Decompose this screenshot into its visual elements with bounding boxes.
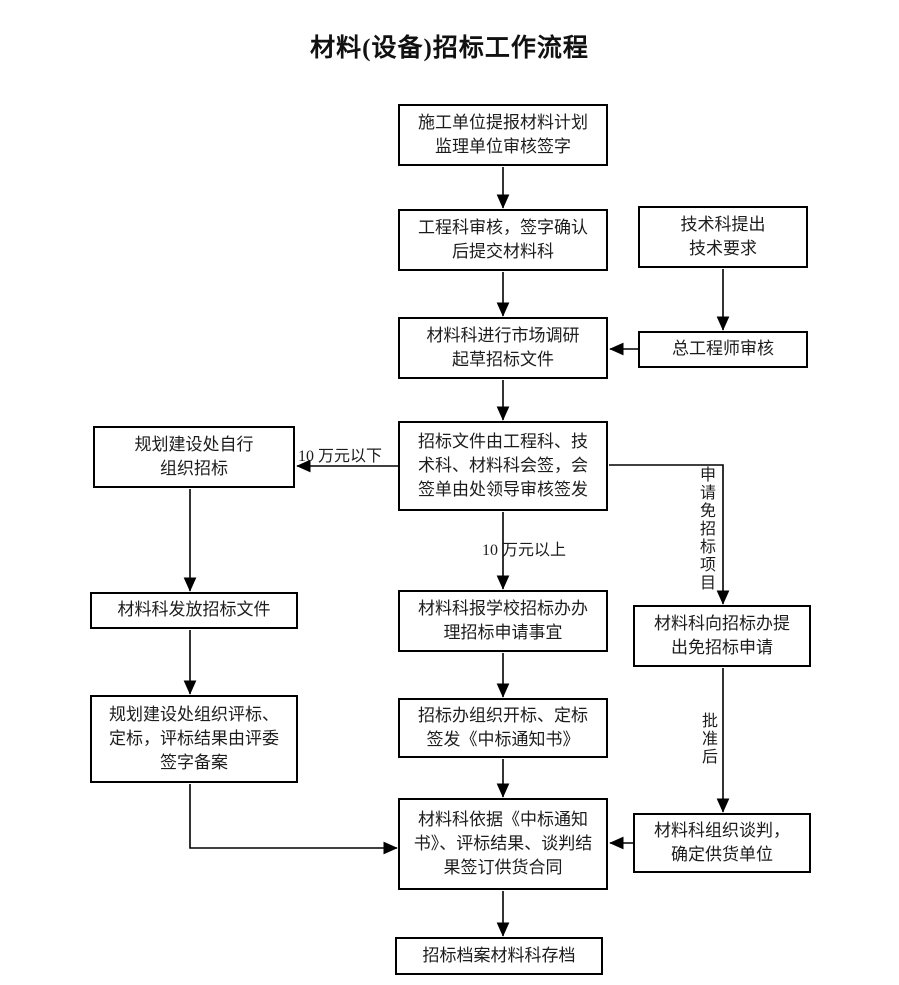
- edge-label-after-approval: 批准后: [699, 712, 716, 766]
- page-title: 材料(设备)招标工作流程: [310, 35, 589, 62]
- node-issue-documents: 材料科发放招标文件: [90, 592, 298, 629]
- node-sign-contract: 材料科依据《中标通知 书》、评标结果、谈判结 果签订供货合同: [398, 798, 608, 890]
- node-negotiate: 材料科组织谈判， 确定供货单位: [633, 813, 811, 873]
- node-market-research: 材料科进行市场调研 起草招标文件: [398, 317, 608, 379]
- node-apply-bidding-office: 材料科报学校招标办办 理招标申请事宜: [398, 590, 608, 652]
- node-self-organize: 规划建设处自行 组织招标: [93, 426, 295, 488]
- node-countersign: 招标文件由工程科、技 术科、材料科会签，会 签单由处领导审核签发: [398, 421, 608, 511]
- arrow-evaluate-award-to-sign-contract: [189, 784, 398, 855]
- edge-label-below-100k: 10 万元以下: [298, 448, 383, 465]
- node-eng-review: 工程科审核，签字确认 后提交材料科: [398, 209, 608, 271]
- node-tech-requirements: 技术科提出 技术要求: [638, 206, 808, 268]
- edge-label-apply-exempt-project: 申请免招标项目: [697, 466, 714, 592]
- node-apply-exemption: 材料科向招标办提 出免招标申请: [633, 605, 811, 667]
- node-open-award: 招标办组织开标、定标 签发《中标通知书》: [398, 698, 608, 758]
- node-evaluate-award: 规划建设处组织评标、 定标，评标结果由评委 签字备案: [90, 695, 298, 783]
- node-archive: 招标档案材料科存档: [395, 937, 603, 975]
- edge-label-above-100k: 10 万元以上: [482, 542, 567, 559]
- node-chief-engineer-review: 总工程师审核: [638, 331, 808, 368]
- node-submit-plan: 施工单位提报材料计划 监理单位审核签字: [398, 104, 608, 166]
